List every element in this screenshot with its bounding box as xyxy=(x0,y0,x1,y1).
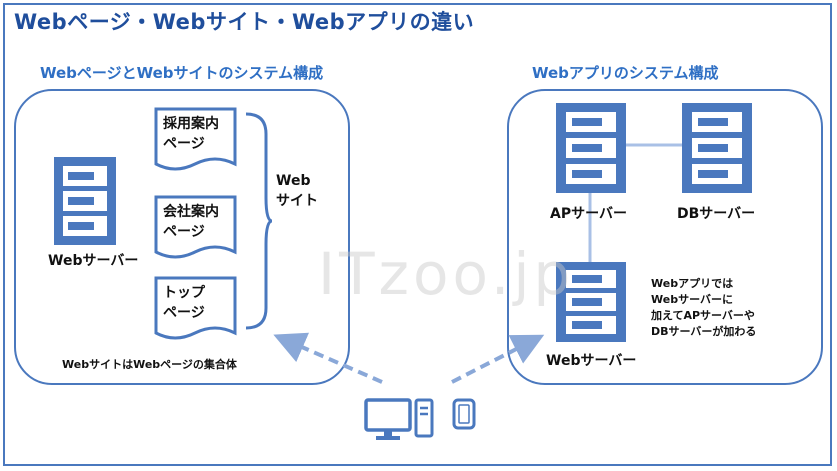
right-heading: Webアプリのシステム構成 xyxy=(532,64,719,82)
document-icon xyxy=(154,107,237,171)
document-icon xyxy=(154,195,237,259)
server-icon xyxy=(54,157,116,245)
document-icon xyxy=(154,276,237,340)
page-title: Webページ・Webサイト・Webアプリの違い xyxy=(14,10,475,34)
left-webserver-label: Webサーバー xyxy=(48,253,139,269)
page-recruit: 採用案内 ページ xyxy=(163,116,219,152)
server-icon xyxy=(682,103,752,193)
webapp-note: Webアプリでは Webサーバーに 加えてAPサーバーや DBサーバーが加わる xyxy=(651,277,757,338)
website-label: Web サイト xyxy=(276,173,318,209)
left-heading: WebページとWebサイトのシステム構成 xyxy=(40,64,324,82)
right-webserver-label: Webサーバー xyxy=(546,353,637,369)
server-icon xyxy=(556,262,626,342)
page-top: トップ ページ xyxy=(163,285,205,321)
site-bracket xyxy=(245,112,273,330)
desktop-tower-icon xyxy=(414,398,434,438)
arrow-to-right-panel xyxy=(451,334,545,384)
left-caption: WebサイトはWebページの集合体 xyxy=(62,358,237,371)
server-icon xyxy=(556,103,626,193)
monitor-icon xyxy=(364,398,412,440)
arrow-to-left-panel xyxy=(273,332,383,384)
page-company: 会社案内 ページ xyxy=(163,204,219,240)
db-server-label: DBサーバー xyxy=(677,206,756,222)
watermark: ITzoo.jp xyxy=(318,240,575,308)
tablet-icon xyxy=(452,398,476,430)
ap-server-label: APサーバー xyxy=(550,206,627,222)
